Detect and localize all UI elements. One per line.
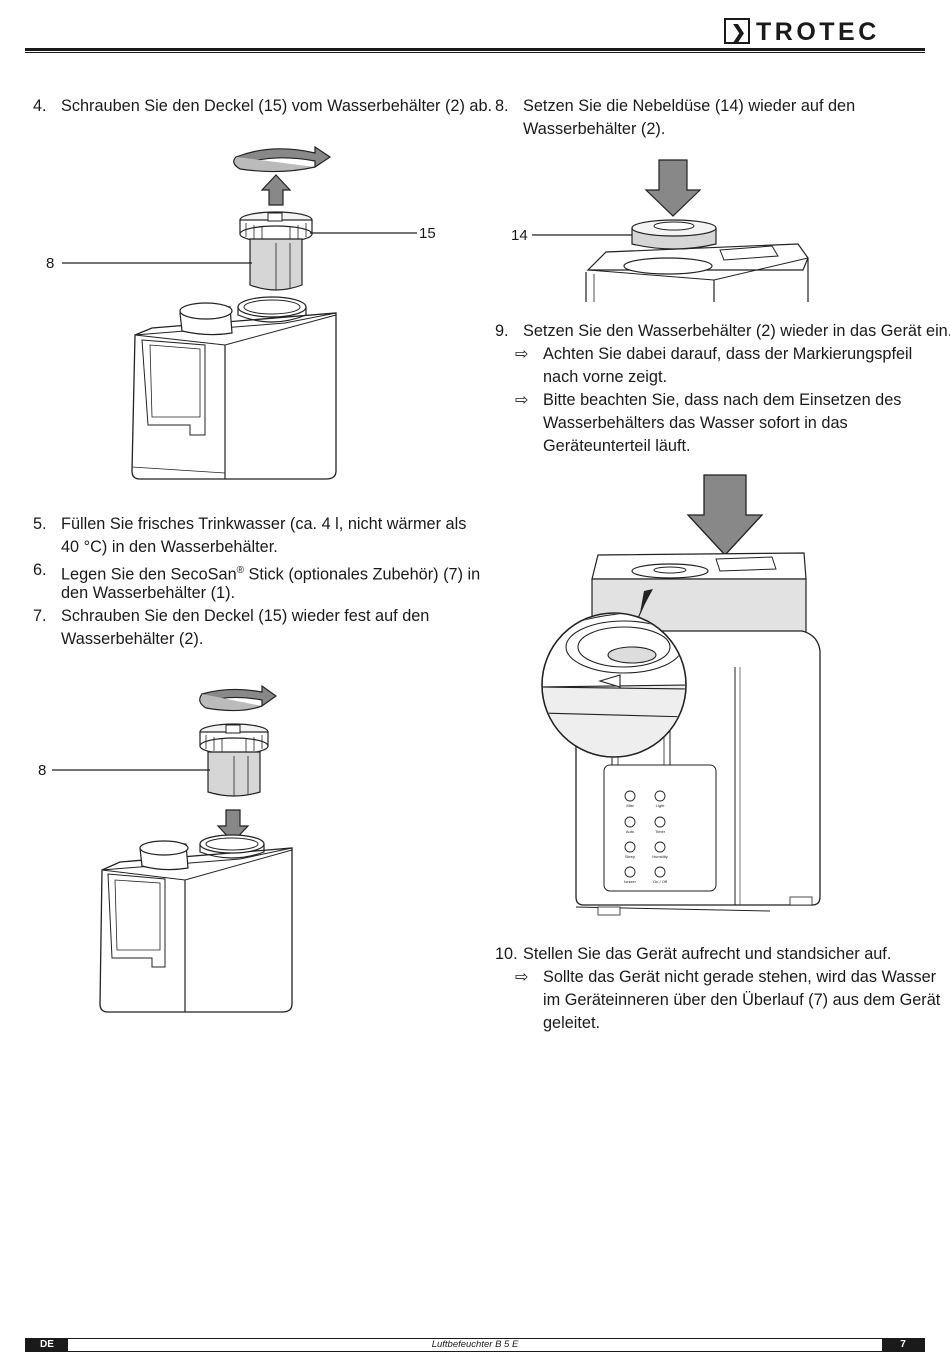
bullet-1-line2: nach vorne zeigt. — [543, 368, 667, 386]
step-text: Stellen Sie das Gerät aufrecht und stand… — [523, 945, 892, 963]
step-text-line1: Füllen Sie frisches Trinkwasser (ca. 4 l… — [61, 515, 467, 533]
step-text-line2: Wasserbehälter (2). — [61, 630, 204, 648]
registered-mark: ® — [236, 565, 244, 576]
step-text-line1: Schrauben Sie den Deckel (15) wieder fes… — [61, 607, 430, 625]
step-number: 6. — [33, 561, 47, 579]
callout-15: 15 — [419, 225, 436, 242]
arrow-bullet-icon: ⇨ — [515, 392, 529, 409]
step-text-line1-end: Stick (optionales Zubehör) (7) in — [244, 565, 481, 584]
panel-label-on-off: On / Off — [653, 879, 668, 884]
step-9: 9. Setzen Sie den Wasserbehälter (2) wie… — [495, 320, 950, 458]
step-text-line1-start: Legen Sie den SecoSan — [61, 565, 237, 584]
step-number: 8. — [495, 97, 509, 115]
panel-label-ionizer: Ionizer — [624, 879, 637, 884]
arrow-bullet-icon: ⇨ — [515, 969, 529, 986]
callout-14: 14 — [511, 227, 528, 244]
page-footer: Luftbefeuchter B 5 E DE 7 — [25, 1338, 925, 1352]
panel-label-humidity: Humidity — [652, 854, 668, 859]
footer-language: DE — [26, 1339, 68, 1351]
figure-insert-tank: Mist Light Auto Timer Sleep Humidity Ion… — [541, 474, 821, 916]
header-rule-thin — [25, 52, 925, 53]
bullet-line2: im Geräteinneren über den Überlauf (7) a… — [543, 991, 941, 1009]
step-text-line1: Setzen Sie die Nebeldüse (14) wieder auf… — [523, 97, 856, 115]
arrow-bullet-icon: ⇨ — [515, 346, 529, 363]
chevron-right-icon: ❯ — [731, 22, 747, 42]
step-text-line1: Legen Sie den SecoSan® Stick (optionales… — [61, 559, 480, 586]
bullet-2-line1: Bitte beachten Sie, dass nach dem Einset… — [543, 391, 902, 409]
bullet-line3: geleitet. — [543, 1014, 601, 1032]
step-4: 4. Schrauben Sie den Deckel (15) vom Was… — [33, 95, 492, 119]
step-number: 4. — [33, 97, 47, 115]
step-number: 10. — [495, 945, 518, 963]
bullet-2-line3: Geräteunterteil läuft. — [543, 437, 691, 455]
bullet-line1: Sollte das Gerät nicht gerade stehen, wi… — [543, 968, 937, 986]
step-text-line2: den Wasserbehälter (1). — [61, 584, 236, 602]
trotec-logo: ❯ TROTEC — [724, 18, 928, 46]
footer-title: Luftbefeuchter B 5 E — [431, 1339, 519, 1350]
bullet-1-line1: Achten Sie dabei darauf, dass der Markie… — [543, 345, 913, 363]
step-number: 5. — [33, 515, 47, 533]
figure-nozzle — [532, 159, 809, 302]
header-rule — [25, 48, 925, 51]
panel-label-mist: Mist — [626, 803, 634, 808]
step-text-line2: 40 °C) in den Wasserbehälter. — [61, 538, 278, 556]
figure-unscrew-lid — [62, 145, 417, 480]
step-8: 8. Setzen Sie die Nebeldüse (14) wieder … — [495, 95, 925, 141]
panel-label-light: Light — [656, 803, 666, 808]
brand-name: TROTEC — [756, 18, 880, 46]
step-text: Schrauben Sie den Deckel (15) vom Wasser… — [61, 97, 493, 115]
callout-8: 8 — [46, 255, 55, 272]
logo-mark: ❯ — [724, 18, 750, 44]
footer-page-number: 7 — [882, 1339, 924, 1351]
panel-label-timer: Timer — [655, 829, 666, 834]
step-number: 7. — [33, 607, 47, 625]
panel-label-sleep: Sleep — [625, 854, 636, 859]
step-10: 10. Stellen Sie das Gerät aufrecht und s… — [495, 943, 940, 1035]
step-text-line2: Wasserbehälter (2). — [523, 120, 666, 138]
step-text: Setzen Sie den Wasserbehälter (2) wieder… — [523, 322, 950, 340]
step-6: 6. Legen Sie den SecoSan® Stick (optiona… — [33, 559, 480, 605]
step-5: 5. Füllen Sie frisches Trinkwasser (ca. … — [33, 513, 473, 559]
callout-8: 8 — [38, 762, 47, 779]
step-number: 9. — [495, 322, 509, 340]
figure-screw-lid — [52, 684, 293, 1013]
bullet-2-line2: Wasserbehälters das Wasser sofort in das — [543, 414, 848, 432]
panel-label-auto: Auto — [626, 829, 635, 834]
step-7: 7. Schrauben Sie den Deckel (15) wieder … — [33, 605, 473, 651]
